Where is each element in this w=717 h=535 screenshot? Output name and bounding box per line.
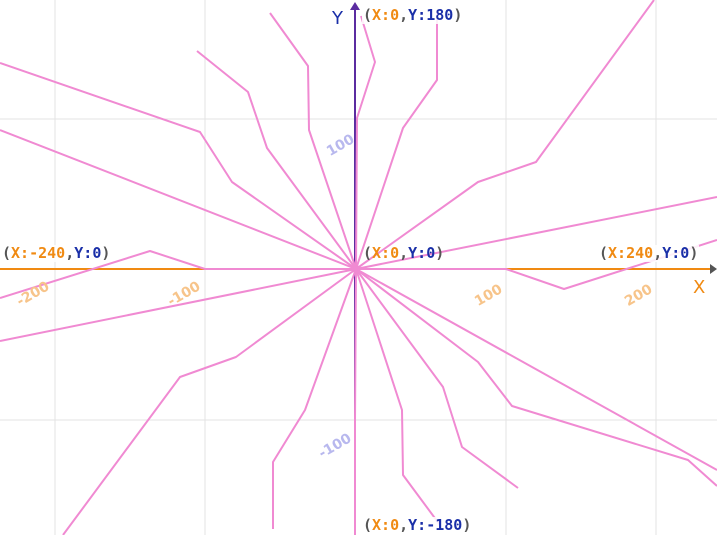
x-axis-arrow-icon: [710, 264, 717, 274]
pen-stroke: [0, 62, 357, 270]
y-axis-name: Y: [332, 8, 343, 29]
pen-stroke: [354, 268, 357, 535]
pen-stroke: [355, 15, 376, 270]
x-axis-name: X: [693, 277, 706, 298]
coord-label-top: (X:0,Y:180): [362, 6, 464, 24]
pen-stroke: [355, 0, 655, 270]
pen-stroke: [355, 196, 717, 270]
coord-label-right: (X:240,Y:0): [598, 244, 700, 262]
pen-stroke: [272, 268, 357, 529]
pen-stroke: [355, 268, 717, 471]
pen-stroke: [196, 50, 357, 270]
pen-stroke: [0, 268, 357, 342]
coord-label-left: (X:-240,Y:0): [1, 244, 112, 262]
sprite-center-dot: [352, 265, 360, 273]
pen-stroke: [355, 268, 519, 489]
pen-stroke: [0, 250, 356, 299]
pen-stroke: [269, 12, 357, 270]
coord-label-bottom: (X:0,Y:-180): [362, 516, 473, 534]
pen-stroke: [355, 10, 438, 270]
y-axis-arrow-icon: [350, 2, 360, 10]
coord-label-center: (X:0,Y:0): [363, 244, 445, 262]
pen-stroke: [355, 268, 717, 487]
pen-stroke: [62, 268, 357, 535]
pen-stroke: [356, 239, 717, 290]
pen-stroke: [355, 268, 441, 526]
pen-stroke: [0, 129, 357, 270]
